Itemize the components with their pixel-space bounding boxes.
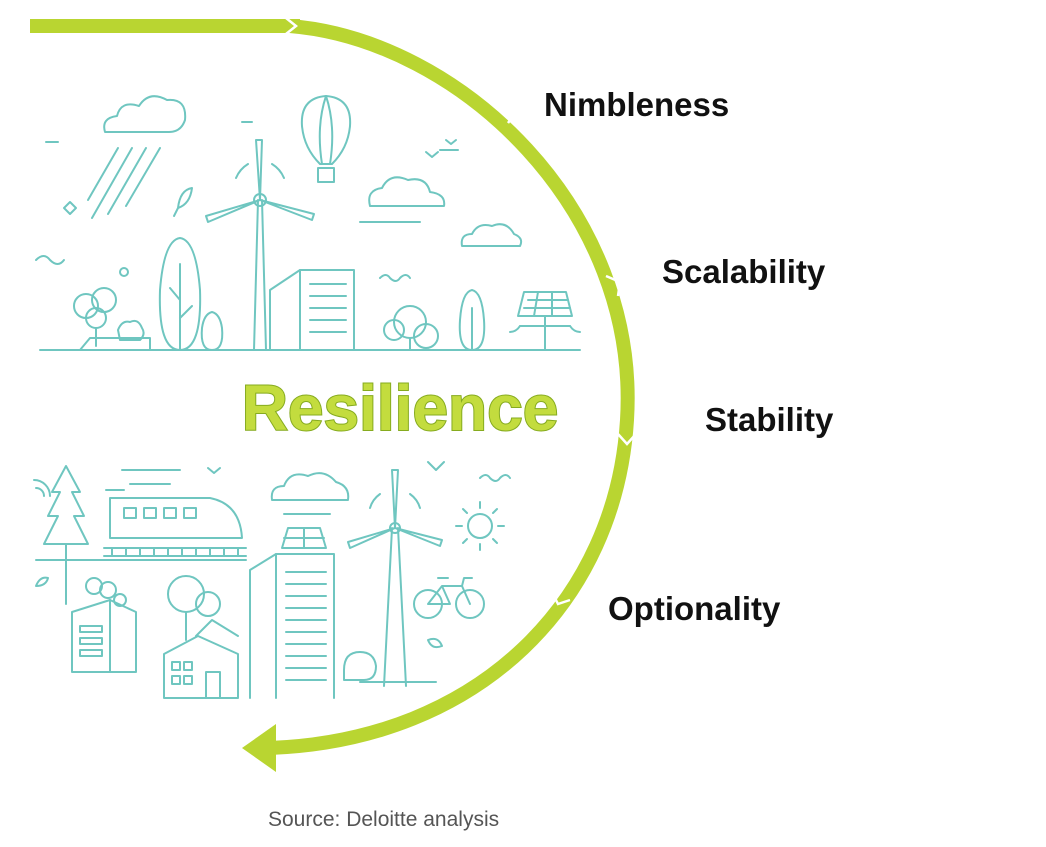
pillar-stability: Stability — [705, 401, 834, 438]
bird-icon — [425, 139, 457, 158]
sun-icon — [455, 501, 505, 551]
wind-turbine-icon — [347, 469, 443, 687]
source-note: Source: Deloitte analysis — [268, 808, 500, 831]
building-icon — [269, 269, 355, 351]
bicycle-icon — [413, 577, 485, 619]
building-icon — [249, 553, 335, 699]
train-icon — [103, 469, 247, 557]
rain-cloud-icon — [87, 95, 187, 219]
hot-air-balloon-icon — [300, 95, 352, 183]
city-illustration-bottom — [33, 461, 511, 699]
cloud-icon — [270, 472, 350, 501]
pillar-nimbleness: Nimbleness — [544, 86, 730, 123]
tree-icon — [200, 311, 224, 351]
pillar-optionality: Optionality — [608, 590, 781, 627]
cloud-icon — [460, 223, 523, 247]
tree-icon — [383, 305, 439, 351]
tree-icon — [43, 465, 89, 605]
cloud-icon — [368, 176, 446, 207]
tree-icon — [167, 575, 221, 641]
tree-icon — [458, 289, 486, 351]
solar-panel-icon — [281, 527, 327, 549]
wind-turbine-icon — [205, 139, 315, 351]
bird-icon — [207, 461, 445, 474]
city-illustration-top — [35, 95, 581, 351]
pillar-scalability: Scalability — [662, 253, 826, 290]
building-icon — [71, 577, 137, 673]
house-icon — [163, 619, 239, 699]
resilience-cycle-arrow — [30, 17, 637, 772]
resilience-title: Resilience — [242, 372, 559, 444]
tree-icon — [69, 287, 153, 351]
tree-icon — [158, 237, 202, 351]
solar-panel-icon — [509, 291, 581, 351]
